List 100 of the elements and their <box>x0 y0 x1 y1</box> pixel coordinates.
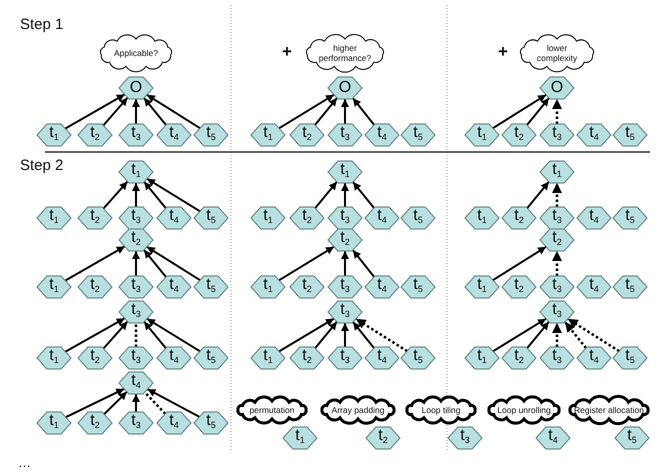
plus-sign: + <box>498 42 508 62</box>
hexagon-node: O <box>328 77 362 99</box>
hexagon-node: t$_{4}$ <box>157 207 191 229</box>
arrow <box>552 323 562 347</box>
hexagon-node: t$_{3}$ <box>540 347 574 369</box>
hexagon-node: t$_{3}$ <box>328 301 362 323</box>
hexagon-node: t$_{2}$ <box>119 229 153 251</box>
hexagon-node: t$_{4}$ <box>119 372 153 394</box>
hexagon-node: t$_{2}$ <box>78 347 112 369</box>
hexagon-node: t$_{3}$ <box>119 347 153 369</box>
hexagon-node: t$_{4}$ <box>577 347 611 369</box>
arrow <box>278 246 335 282</box>
hexagon-node: t$_{4}$ <box>365 347 399 369</box>
hexagon-node: t$_{1}$ <box>37 207 71 229</box>
arrow <box>146 246 201 282</box>
arrow <box>278 318 334 352</box>
hexagon-node: t$_{3}$ <box>328 124 362 146</box>
hexagon-node: t$_{3}$ <box>119 207 153 229</box>
arrow <box>102 96 128 126</box>
arrow <box>352 181 375 209</box>
hexagon-node: t$_{2}$ <box>290 347 324 369</box>
hexagon-node: t$_{1}$ <box>465 124 499 146</box>
hexagon-node: t$_{3}$ <box>328 347 362 369</box>
arrow <box>147 388 200 418</box>
hexagon-node: t$_{4}$ <box>577 276 611 298</box>
hexagon-node: t$_{4}$ <box>577 124 611 146</box>
arrow <box>278 94 335 130</box>
hexagon-node: t$_{5}$ <box>615 427 649 449</box>
hexagon-node: t$_{5}$ <box>613 347 647 369</box>
hexagon-node: O <box>540 77 574 99</box>
arrow <box>341 251 349 276</box>
arrow <box>102 320 128 350</box>
arrow <box>146 94 201 130</box>
hexagon-node: t$_{5}$ <box>401 347 435 369</box>
arrow <box>341 99 349 124</box>
arrow <box>352 97 375 126</box>
step-heading: Step 2 <box>20 157 64 174</box>
hexagon-node: t$_{1}$ <box>251 276 285 298</box>
hexagon-node: t$_{5}$ <box>613 124 647 146</box>
hexagon-node: t$_{2}$ <box>78 412 112 434</box>
hexagon-node: t$_{1}$ <box>251 124 285 146</box>
arrow <box>146 318 201 352</box>
hexagon-node: t$_{2}$ <box>502 124 536 146</box>
arrow <box>341 183 349 207</box>
hexagon-node: t$_{5}$ <box>194 276 228 298</box>
hexagon-node: t$_{4}$ <box>365 207 399 229</box>
hexagon-node: t$_{3}$ <box>119 301 153 323</box>
arrow <box>103 391 128 415</box>
hexagon-node: t$_{5}$ <box>401 207 435 229</box>
arrow <box>314 321 338 349</box>
arrow <box>526 181 550 209</box>
arrow <box>143 97 167 126</box>
arrow <box>314 181 338 209</box>
arrow <box>567 318 620 352</box>
arrow <box>552 251 562 276</box>
hexagon-node: t$_{4}$ <box>536 427 570 449</box>
hexagon-node: t$_{2}$ <box>328 229 362 251</box>
arrow <box>492 246 547 282</box>
plus-sign: + <box>282 42 292 62</box>
hexagon-node: t$_{1}$ <box>119 161 153 183</box>
hexagon-node: t$_{4}$ <box>157 412 191 434</box>
arrow <box>64 246 126 282</box>
hexagon-node: t$_{3}$ <box>540 301 574 323</box>
arrow <box>564 321 587 349</box>
hexagon-node: t$_{1}$ <box>251 347 285 369</box>
hexagon-node: t$_{4}$ <box>365 124 399 146</box>
hexagon-node: t$_{4}$ <box>577 207 611 229</box>
arrow <box>64 94 126 130</box>
hexagon-node: t$_{4}$ <box>157 124 191 146</box>
hexagon-node: t$_{4}$ <box>157 276 191 298</box>
hexagon-node: t$_{5}$ <box>194 347 228 369</box>
hexagon-node: t$_{5}$ <box>613 276 647 298</box>
hexagon-node: t$_{1}$ <box>465 207 499 229</box>
arrow <box>352 249 375 278</box>
hexagon-node: t$_{2}$ <box>540 229 574 251</box>
hexagon-node: t$_{3}$ <box>540 276 574 298</box>
hexagon-node: t$_{5}$ <box>194 207 228 229</box>
arrow <box>552 99 562 124</box>
arrow <box>492 318 547 352</box>
arrow <box>132 99 140 124</box>
arrow <box>143 321 167 349</box>
step-heading: Step 1 <box>20 16 64 33</box>
hexagon-node: t$_{5}$ <box>401 124 435 146</box>
arrow <box>64 317 126 353</box>
hexagon-node: t$_{3}$ <box>328 276 362 298</box>
arrow <box>132 183 140 207</box>
hexagon-node: t$_{3}$ <box>328 207 362 229</box>
hexagon-node: t$_{2}$ <box>502 207 536 229</box>
hexagon-node: t$_{1}$ <box>328 161 362 183</box>
hexagon-node: t$_{2}$ <box>78 276 112 298</box>
arrow <box>341 323 349 347</box>
arrow <box>352 321 375 349</box>
hexagon-node: t$_{2}$ <box>290 124 324 146</box>
arrow <box>355 318 408 352</box>
arrow <box>143 249 167 278</box>
hexagon-node: t$_{5}$ <box>613 207 647 229</box>
hexagon-node: t$_{3}$ <box>119 412 153 434</box>
hexagon-node: t$_{1}$ <box>465 276 499 298</box>
hexagon-node: t$_{3}$ <box>448 427 482 449</box>
hexagon-node: t$_{1}$ <box>37 412 71 434</box>
